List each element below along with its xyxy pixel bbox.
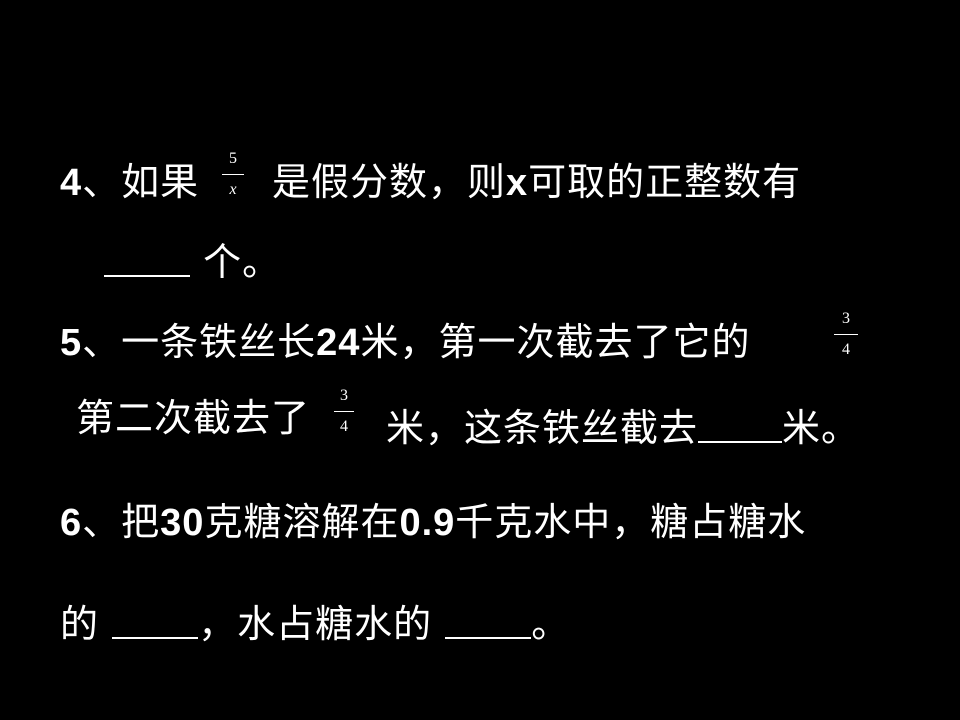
q5-line2-prefix: 第二次截去了 bbox=[76, 396, 311, 440]
q5-length: 24 bbox=[316, 322, 361, 364]
q4-line-2: 个。 bbox=[104, 238, 281, 286]
q6-line2-a: 的 bbox=[60, 602, 100, 646]
q4-number: 4 bbox=[60, 162, 83, 204]
q4-text-after-fraction-b: 可取的正整数有 bbox=[528, 160, 802, 204]
q5-fraction-1-denominator: 4 bbox=[842, 341, 850, 358]
q6-line-2: 的 ，水占糖水的 。 bbox=[60, 600, 570, 648]
q5-line-2b: 米，这条铁丝截去 米。 bbox=[386, 404, 860, 452]
q6-answer-blank-1[interactable] bbox=[112, 601, 199, 639]
q5-line-2: 第二次截去了 bbox=[76, 394, 310, 442]
q4-line2-suffix: 个。 bbox=[203, 240, 282, 284]
q4-fraction-denominator: x bbox=[229, 181, 237, 198]
q5-fraction-2-numerator: 3 bbox=[340, 387, 348, 404]
q5-fraction-2-bar bbox=[334, 411, 354, 412]
q6-text-c: 千克水中，糖占糖水 bbox=[455, 500, 807, 544]
q5-fraction-1-bar bbox=[834, 334, 858, 335]
q5-fraction-1: 3 4 bbox=[834, 310, 858, 359]
q6-kilograms: 0.9 bbox=[399, 502, 456, 544]
q6-grams: 30 bbox=[160, 502, 205, 544]
q4-fraction: 5 x bbox=[222, 150, 244, 199]
q4-fraction-numerator: 5 bbox=[229, 150, 237, 167]
q5-answer-blank[interactable] bbox=[698, 405, 783, 443]
q6-line2-c: 。 bbox=[531, 602, 571, 646]
q5-fraction-2: 3 4 bbox=[334, 387, 354, 436]
q5-line2-middle: 米，这条铁丝截去 bbox=[386, 406, 699, 450]
q6-text-b: 克糖溶解在 bbox=[204, 500, 400, 544]
q6-line2-b: ，水占糖水的 bbox=[198, 602, 433, 646]
q5-text-a: 、一条铁丝长 bbox=[82, 320, 317, 364]
q4-text-after-fraction-a: 是假分数，则 bbox=[272, 160, 507, 204]
q5-text-b: 米，第一次截去了它的 bbox=[360, 320, 751, 364]
q6-text-a: 、把 bbox=[82, 500, 161, 544]
q5-fraction-2-denominator: 4 bbox=[340, 418, 348, 435]
q5-number: 5 bbox=[60, 322, 83, 364]
q5-line-1: 5、一条铁丝长24米，第一次截去了它的 bbox=[60, 318, 750, 367]
q6-line-1: 6、把30克糖溶解在0.9千克水中，糖占糖水 bbox=[60, 498, 806, 547]
q4-text-before-fraction: 、如果 bbox=[82, 160, 200, 204]
q6-number: 6 bbox=[60, 502, 83, 544]
q6-answer-blank-2[interactable] bbox=[445, 601, 532, 639]
q4-line-1b: 是假分数，则x可取的正整数有 bbox=[272, 158, 801, 207]
q5-line2-suffix: 米。 bbox=[782, 406, 861, 450]
q4-fraction-bar bbox=[222, 174, 244, 175]
q4-line-1: 4、如果 bbox=[60, 158, 199, 207]
q5-fraction-1-numerator: 3 bbox=[842, 310, 850, 327]
q4-answer-blank[interactable] bbox=[104, 239, 190, 277]
q4-variable: x bbox=[506, 162, 529, 204]
